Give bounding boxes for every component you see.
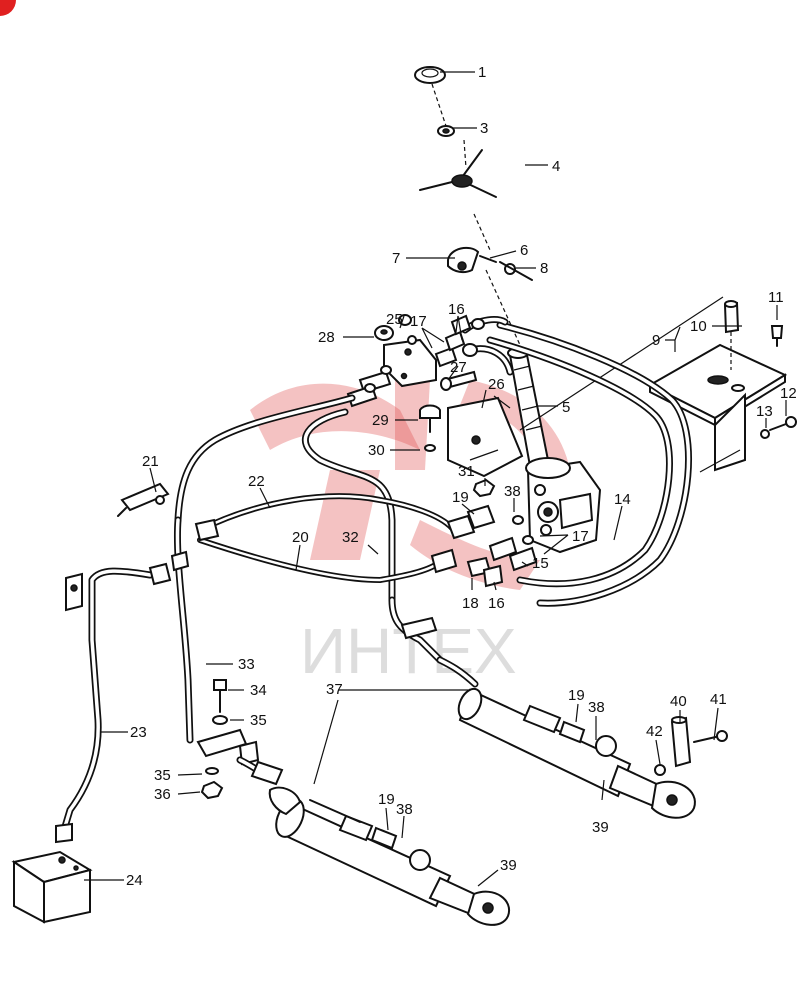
hose-22	[197, 493, 455, 533]
callout-35-lower: 35	[154, 767, 171, 784]
cylinder-lower	[236, 756, 511, 926]
corner-badge	[0, 0, 16, 16]
tube-frame-left	[173, 516, 194, 744]
callout-39-right: 39	[592, 819, 609, 836]
plug-11	[770, 325, 784, 347]
bolt-29	[419, 404, 441, 433]
tube-14	[461, 316, 692, 607]
clamp-21	[117, 482, 170, 517]
nut-42	[654, 764, 666, 776]
bracket-26	[447, 396, 524, 478]
box-24	[11, 850, 93, 924]
callout-22: 22	[248, 473, 265, 490]
callout-29: 29	[372, 412, 389, 429]
steering-wheel	[395, 144, 525, 216]
callout-13: 13	[756, 403, 773, 420]
callout-33: 33	[238, 656, 255, 673]
hose-end-fittings	[194, 504, 496, 574]
fittings-17-16-upper	[434, 314, 485, 368]
valve-block	[383, 338, 437, 388]
bracket	[447, 246, 480, 274]
callout-19-lower: 19	[378, 791, 395, 808]
callout-12: 12	[780, 385, 797, 402]
callout-7: 7	[392, 250, 400, 267]
callout-42: 42	[646, 723, 663, 740]
callout-24: 24	[126, 872, 143, 889]
callout-16-lower: 16	[488, 595, 505, 612]
nut-31	[472, 478, 496, 498]
callout-8: 8	[540, 260, 548, 277]
washer-13	[760, 429, 770, 439]
callout-31: 31	[458, 463, 475, 480]
callout-36: 36	[154, 786, 171, 803]
callout-20: 20	[292, 529, 309, 546]
callout-38-upper: 38	[504, 483, 521, 500]
bolt-27	[440, 370, 478, 391]
bolt-12	[769, 416, 797, 431]
washer-35a	[212, 715, 228, 725]
callout-23: 23	[130, 724, 147, 741]
callout-10: 10	[690, 318, 707, 335]
leader-lines	[84, 71, 787, 887]
callout-27: 27	[450, 359, 467, 376]
washer-30	[424, 444, 436, 452]
steering-valve	[525, 457, 602, 554]
callout-16-upper: 16	[448, 301, 465, 318]
nut-36	[200, 780, 224, 800]
bolt-41	[693, 730, 728, 743]
callout-37: 37	[326, 681, 343, 698]
washer-35b	[205, 767, 219, 775]
horn-cap	[414, 66, 446, 84]
callout-5: 5	[562, 399, 570, 416]
callout-25: 25	[386, 311, 403, 328]
callout-19-right: 19	[568, 687, 585, 704]
nut	[437, 125, 455, 137]
plug-28	[374, 325, 394, 341]
callout-1: 1	[478, 64, 486, 81]
fitting-25	[398, 314, 417, 345]
callout-17-upper: 17	[410, 313, 427, 330]
callout-39-lower: 39	[500, 857, 517, 874]
callout-32: 32	[342, 529, 359, 546]
callout-26: 26	[488, 376, 505, 393]
callout-11: 11	[768, 289, 784, 306]
callout-35-upper: 35	[250, 712, 267, 729]
bolt-34	[213, 679, 227, 713]
callout-14: 14	[614, 491, 631, 508]
callout-40: 40	[670, 693, 687, 710]
cylinder-upper	[436, 656, 696, 819]
callout-4: 4	[552, 158, 560, 175]
pin-40	[670, 716, 692, 768]
callout-41: 41	[710, 691, 727, 708]
callout-21: 21	[142, 453, 159, 470]
tube-10	[723, 300, 740, 334]
callout-38-right: 38	[588, 699, 605, 716]
tube-32	[388, 596, 444, 664]
bracket-23	[65, 572, 83, 612]
callout-3: 3	[480, 120, 488, 137]
callout-17-lower: 17	[572, 528, 589, 545]
callout-38-lower: 38	[396, 801, 413, 818]
callout-6: 6	[520, 242, 528, 259]
tube-21-22	[174, 394, 396, 604]
bracket-33	[196, 728, 260, 766]
callout-28: 28	[318, 329, 335, 346]
callout-18: 18	[462, 595, 479, 612]
callout-9: 9	[652, 332, 660, 349]
callout-15: 15	[532, 555, 549, 572]
callout-34: 34	[250, 682, 267, 699]
nut-small	[499, 261, 533, 281]
tube-23	[55, 550, 190, 844]
hose-20	[197, 537, 443, 584]
callout-19-upper: 19	[452, 489, 469, 506]
callout-30: 30	[368, 442, 385, 459]
fittings-lower-valve	[466, 515, 538, 588]
